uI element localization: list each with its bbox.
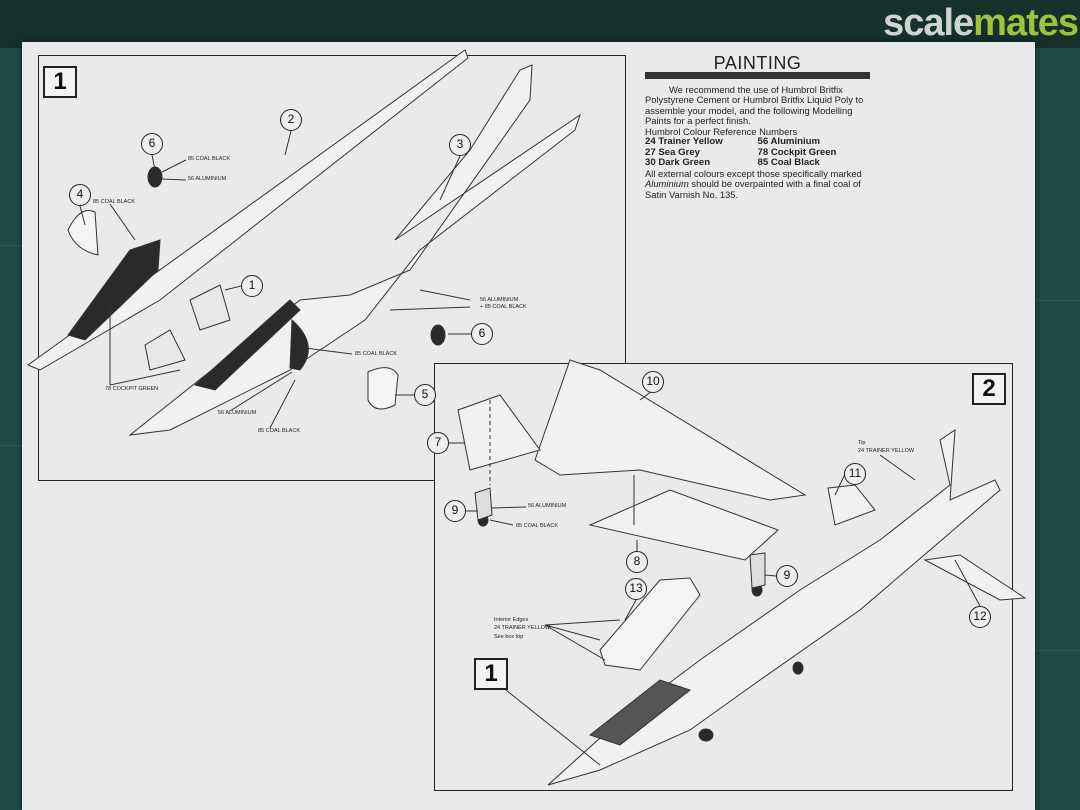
paint-label: Interior Edges <box>494 617 529 623</box>
step-1-panel <box>38 55 626 481</box>
paint-label: 56 Aluminium <box>218 410 257 416</box>
colour-item: 24 Trainer Yellow <box>645 136 723 147</box>
colour-item: 85 Coal Black <box>757 157 820 168</box>
paint-label: 85 Coal Black <box>355 351 397 357</box>
part-callout: 7 <box>427 432 449 454</box>
paint-label: 56 Aluminium <box>480 297 519 303</box>
colour-item: 27 Sea Grey <box>645 146 700 158</box>
mat-grid-line <box>0 445 22 446</box>
colour-item: 78 Cockpit Green <box>757 146 837 158</box>
wing-lower-panel <box>588 489 779 561</box>
tailplane-11 <box>827 484 876 526</box>
canopy <box>599 577 701 671</box>
colour-item: 56 Aluminium <box>757 136 821 147</box>
paint-label: 24 Trainer Yellow <box>858 448 915 454</box>
wheel <box>147 166 163 188</box>
mat-grid-line <box>1035 650 1080 651</box>
part-callout: 5 <box>414 384 436 406</box>
part-callout: 3 <box>449 134 471 156</box>
note-italic: Aluminium <box>645 178 689 189</box>
paint-label: 85 Coal Black <box>258 428 300 434</box>
part-callout: 11 <box>844 463 866 485</box>
paint-label: + 85 Coal Black <box>480 304 527 310</box>
mat-grid-line <box>1035 300 1080 301</box>
paint-label: 56 Aluminium <box>188 176 227 182</box>
seat-front <box>144 329 186 371</box>
fuselage-right-half <box>128 64 581 436</box>
step-2-panel <box>434 363 1013 791</box>
part-callout: 9 <box>444 500 466 522</box>
step-1-number: 1 <box>43 66 77 98</box>
wheel <box>430 324 446 346</box>
step-2-number: 2 <box>972 373 1006 405</box>
paint-label: 85 Coal Black <box>188 156 230 162</box>
step-1-reference: 1 <box>474 658 508 690</box>
colour-item: 30 Dark Green <box>645 157 711 168</box>
tailplane-12 <box>923 554 1027 601</box>
painting-section: PAINTING We recommend the use of Humbrol… <box>645 53 870 201</box>
part-callout: 4 <box>69 184 91 206</box>
note-text: should be overpainted with a final coal … <box>645 178 861 200</box>
paint-label: See box top <box>494 634 524 640</box>
painting-intro: We recommend the use of Humbrol Britfix … <box>645 83 864 126</box>
seat-rear <box>189 284 231 331</box>
fin-part-7 <box>457 394 541 471</box>
part-callout: 6 <box>141 133 163 155</box>
part-callout: 13 <box>625 578 647 600</box>
part-callout: 9 <box>776 565 798 587</box>
mat-grid-line <box>0 245 22 246</box>
intake-part-5 <box>367 367 399 410</box>
mat-top-edge <box>0 0 1080 48</box>
part-callout: 10 <box>642 371 664 393</box>
part-callout: 2 <box>280 109 302 131</box>
paint-label: 56 Aluminium <box>528 503 567 509</box>
fuselage-left-half <box>26 49 469 371</box>
paint-label: 78 Cockpit Green <box>105 386 159 392</box>
cockpit-tub <box>67 239 161 341</box>
painting-title: PAINTING <box>713 53 802 73</box>
paint-label: Tip <box>858 440 866 446</box>
scalemates-watermark: scalemates <box>883 2 1079 44</box>
part-callout: 6 <box>471 323 493 345</box>
varnish-note: All external colours except those specif… <box>645 167 870 201</box>
part-callout: 8 <box>626 551 648 573</box>
title-rule <box>645 71 870 79</box>
intake-dark <box>289 318 309 371</box>
paint-label: 85 Coal Black <box>516 523 558 529</box>
colour-ref-heading: Humbrol Colour Reference Numbers <box>645 125 798 137</box>
part-callout: 1 <box>241 275 263 297</box>
colour-list: 24 Trainer Yellow 56 Aluminium 27 Sea Gr… <box>645 136 870 169</box>
part-callout: 12 <box>969 606 991 628</box>
paint-label: 24 Trainer Yellow <box>494 625 551 631</box>
intake-part-4 <box>67 210 99 256</box>
cockpit-dark <box>588 679 692 746</box>
note-text: All external colours except those specif… <box>645 167 862 179</box>
paint-label: 85 Coal Black <box>93 199 135 205</box>
wing <box>534 359 807 501</box>
cockpit-sill <box>193 299 301 391</box>
